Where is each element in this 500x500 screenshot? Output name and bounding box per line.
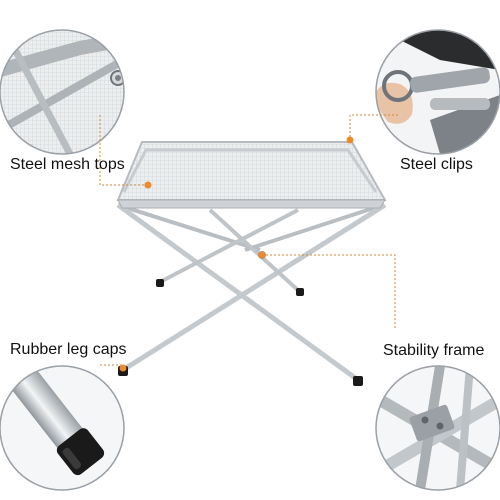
label-steel-mesh-tops: Steel mesh tops bbox=[10, 156, 125, 173]
callout-dot-caps bbox=[119, 364, 127, 372]
frame-detail-circle bbox=[376, 366, 500, 490]
clip-detail-circle-border bbox=[375, 29, 500, 155]
callout-dot-frame bbox=[258, 251, 266, 259]
callout-frame bbox=[262, 254, 396, 330]
label-rubber-leg-caps: Rubber leg caps bbox=[10, 341, 127, 358]
callout-dot-clips bbox=[346, 136, 354, 144]
leg-cap-detail-circle-border bbox=[0, 365, 125, 491]
callout-dot-mesh bbox=[144, 181, 152, 189]
callout-mesh bbox=[99, 115, 148, 186]
mesh-detail-circle bbox=[0, 30, 124, 154]
mesh-detail-circle-border bbox=[0, 29, 125, 155]
label-steel-clips: Steel clips bbox=[400, 156, 473, 173]
label-stability-frame: Stability frame bbox=[383, 342, 485, 359]
clip-detail-circle bbox=[376, 30, 500, 154]
callout-clips bbox=[349, 114, 398, 140]
frame-detail-circle-border bbox=[375, 365, 500, 491]
fire-pit-stand bbox=[116, 141, 387, 386]
leg-cap-detail-circle bbox=[0, 366, 124, 490]
